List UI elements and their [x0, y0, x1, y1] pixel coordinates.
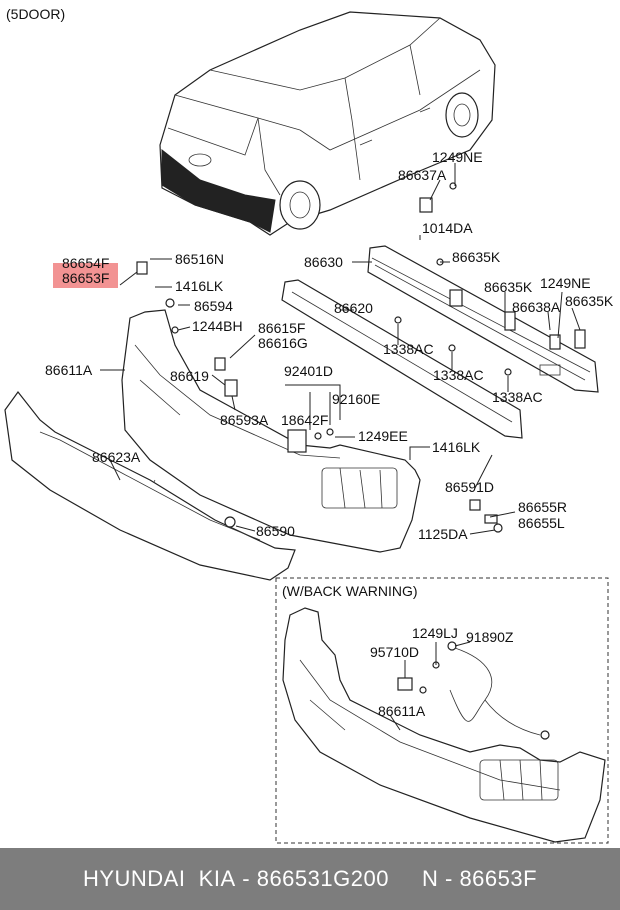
footer-brand: HYUNDAI KIA — [82, 866, 236, 891]
label-1338AC: 1338AC — [433, 367, 484, 383]
label-18642F: 18642F — [281, 412, 328, 428]
label-86655L: 86655L — [518, 515, 565, 531]
highlight-86653F — [53, 263, 118, 288]
bumper-cover — [121, 309, 421, 553]
parts-diagram: (5DOOR) — [4, 6, 614, 844]
label-86635K: 86635K — [565, 293, 614, 309]
label-1249NE: 1249NE — [432, 149, 483, 165]
label-1249LJ: 1249LJ — [412, 625, 458, 641]
label-86635K: 86635K — [452, 249, 501, 265]
label-86620: 86620 — [334, 300, 373, 316]
label-1125DA: 1125DA — [418, 526, 468, 542]
label-86638A: 86638A — [512, 299, 561, 315]
label-86516N: 86516N — [175, 251, 224, 267]
label-92401D: 92401D — [284, 363, 333, 379]
label-1244BH: 1244BH — [192, 318, 243, 334]
label-1338AC: 1338AC — [383, 341, 434, 357]
label-86593A: 86593A — [220, 412, 269, 428]
label-86619: 86619 — [170, 368, 209, 384]
label-95710D: 95710D — [370, 644, 419, 660]
footer-ref: N - 86653F — [422, 866, 538, 891]
label-86635K: 86635K — [484, 279, 533, 295]
car-illustration — [159, 11, 496, 236]
footer-separator: - — [235, 866, 257, 891]
inset-title: (W/BACK WARNING) — [282, 583, 418, 599]
label-1249EE: 1249EE — [358, 428, 408, 444]
footer-gap — [389, 866, 422, 892]
label-1014DA: 1014DA — [422, 220, 473, 236]
back-warning-inset: (W/BACK WARNING) 1249LJ 91890Z 95710D 86… — [275, 577, 609, 844]
label-86655R: 86655R — [518, 499, 567, 515]
label-92160E: 92160E — [332, 391, 380, 407]
label-1249NE: 1249NE — [540, 275, 591, 291]
brackets — [136, 182, 586, 533]
label-86654F: 86654F — [62, 255, 109, 271]
label-86653F: 86653F — [62, 270, 109, 286]
label-86590: 86590 — [256, 523, 295, 539]
label-86623A: 86623A — [92, 449, 141, 465]
bumper-beam — [367, 245, 599, 393]
lower-skirt — [4, 391, 296, 581]
label-1416LK: 1416LK — [175, 278, 224, 294]
variant-label: (5DOOR) — [6, 6, 65, 22]
label-86637A: 86637A — [398, 167, 447, 183]
leader-lines — [100, 163, 581, 535]
label-86616G: 86616G — [258, 335, 308, 351]
label-1338AC: 1338AC — [492, 389, 543, 405]
energy-absorber — [281, 279, 523, 439]
label-86594: 86594 — [194, 298, 233, 314]
label-1416LK: 1416LK — [432, 439, 481, 455]
label-86615F: 86615F — [258, 320, 305, 336]
label-91890Z: 91890Z — [466, 629, 514, 645]
label-86611A: 86611A — [45, 362, 93, 378]
label-86630: 86630 — [304, 254, 343, 270]
label-86591D: 86591D — [445, 479, 494, 495]
footer-part-number: 866531G200 — [256, 866, 389, 891]
label-86611A: 86611A — [378, 703, 426, 719]
footer-bar: HYUNDAI KIA - 866531G200 N - 86653F — [0, 848, 620, 910]
part-labels: 1249NE 86637A 1014DA 86630 86635K 86635K… — [45, 149, 614, 542]
